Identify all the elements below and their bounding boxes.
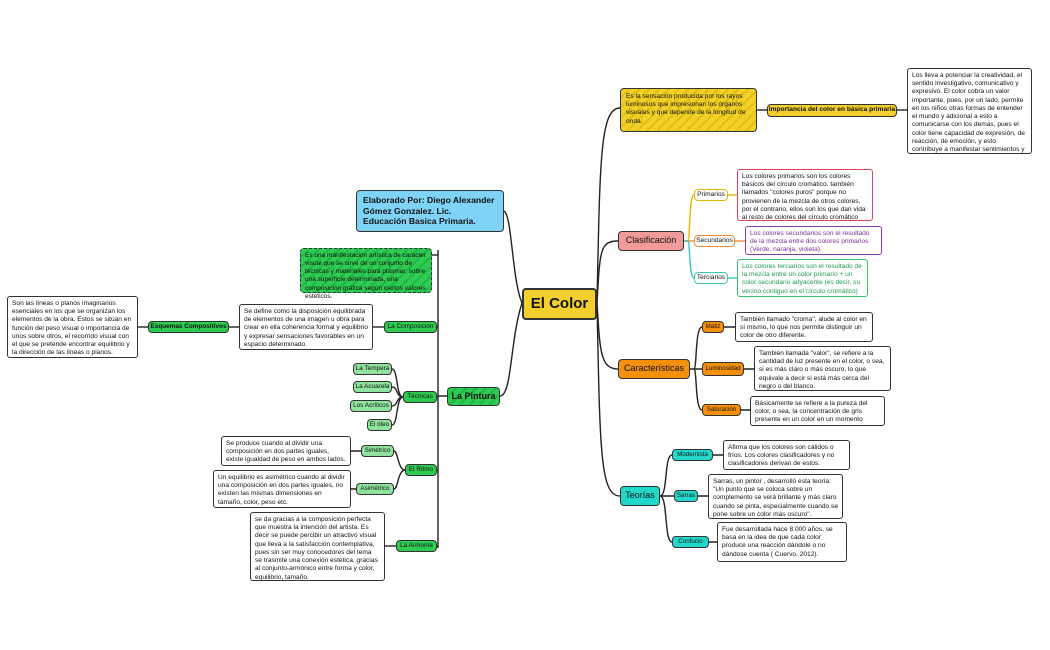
clasificacion-item-primarios[interactable]: Primarios <box>694 189 728 201</box>
importance-text: Los lleva a potenciar la creatividad, el… <box>907 68 1032 154</box>
clasificacion-text-primarios: Los colores primarios son los colores bá… <box>737 169 873 221</box>
ritmo-node[interactable]: El Ritmo <box>405 464 437 476</box>
armonia-node[interactable]: La Armonía <box>396 540 437 552</box>
central-title: El Color <box>530 294 589 312</box>
teoria-text-confucio: Fue desarrollada hace 8.000 años, se bas… <box>717 522 847 562</box>
author-text: Elaborado Por: Diego Alexander Gómez Gon… <box>363 194 495 227</box>
teoria-text-sarras: Sarras, un pintor , desarrolló esta teor… <box>708 474 843 519</box>
caracteristica-text-luminosidad: También llamada "valor", se refiere a la… <box>754 346 891 391</box>
caracteristica-item-matiz[interactable]: Matiz <box>702 321 724 333</box>
connector-clasificacion-primarios <box>684 194 695 242</box>
caracteristica-item-saturacion[interactable]: Saturación <box>702 404 741 416</box>
connector-caracteristicas-children <box>690 326 703 411</box>
pintura-definition-box[interactable]: Es una manifestación artística de caráct… <box>300 248 432 300</box>
esquemas-compositivos-node[interactable]: Esquemas Compositivos <box>148 321 229 333</box>
clasificacion-text-terciarios: Los colores terciarios son el resultado … <box>737 259 868 297</box>
tecnica-item-acuarela[interactable]: La Acuarela <box>353 381 392 393</box>
composicion-text: Se define como la disposición equilibrad… <box>239 304 373 350</box>
definition-text: Es la sensación producida por los rayos … <box>626 93 746 125</box>
connector-pintura-spine <box>437 250 447 548</box>
teoria-item-sarras[interactable]: Sarras <box>674 490 698 502</box>
clasificacion-item-secundarios[interactable]: Secundarios <box>694 235 735 247</box>
definition-box[interactable]: Es la sensación producida por los rayos … <box>620 88 757 132</box>
connector-central-caracteristicas <box>596 302 619 370</box>
tecnica-item-acrilicos[interactable]: Los Acrílicos <box>350 400 392 412</box>
ritmo-text-asimetrico: Un equilibrio es asimétrico cuando al di… <box>213 470 351 508</box>
caracteristica-text-saturacion: Básicamente se refiere a la pureza del c… <box>750 396 885 426</box>
connector-central-author <box>503 210 523 304</box>
teoria-item-modernista[interactable]: Modernista <box>672 449 713 461</box>
clasificacion-text-secundarios: Los colores secundarios son el resultado… <box>745 226 882 255</box>
central-node[interactable]: El Color <box>522 288 597 320</box>
ritmo-text-simetrico: Se produce cuando al dividir una composi… <box>221 436 351 466</box>
connector-central-clasificacion <box>596 240 619 304</box>
connector-central-definition <box>596 107 621 304</box>
tecnicas-node[interactable]: Técnicas <box>403 391 437 403</box>
composicion-node[interactable]: La Composición <box>384 321 437 333</box>
tecnica-item-tempera[interactable]: La Tempera <box>353 363 392 375</box>
clasificacion-item-terciarios[interactable]: Terciarios <box>694 272 728 284</box>
importance-label[interactable]: Importancia del color en básica primaria <box>767 104 897 117</box>
connector-central-teorias <box>596 302 621 497</box>
teoria-item-confucio[interactable]: Confucio <box>672 536 709 548</box>
connector-clasificacion-terciarios <box>684 240 695 279</box>
teorias-node[interactable]: Teorías <box>620 486 660 506</box>
author-box[interactable]: Elaborado Por: Diego Alexander Gómez Gon… <box>356 190 504 232</box>
ritmo-item-simetrico[interactable]: Simétrico <box>361 445 394 457</box>
teoria-text-modernista: Afirma que los colores son cálidos o frí… <box>723 440 850 470</box>
caracteristicas-node[interactable]: Características <box>618 359 690 379</box>
connector-teorias-children <box>659 454 674 543</box>
clasificacion-node[interactable]: Clasificación <box>618 231 684 251</box>
armonia-text: se da gracias a la composición perfecta … <box>250 512 385 581</box>
tecnica-item-oleo[interactable]: El óleo <box>367 419 392 431</box>
caracteristica-text-matiz: También llamado "croma", alude al color … <box>735 312 873 342</box>
ritmo-item-asimetrico[interactable]: Asimétrico <box>356 483 394 495</box>
caracteristica-item-luminosidad[interactable]: Luminosidad <box>702 362 744 376</box>
esquemas-compositivos-text: Son las líneas o planos imaginarios esen… <box>7 296 138 358</box>
pintura-node[interactable]: La Pintura <box>447 387 500 406</box>
connector-central-pintura <box>499 302 523 397</box>
